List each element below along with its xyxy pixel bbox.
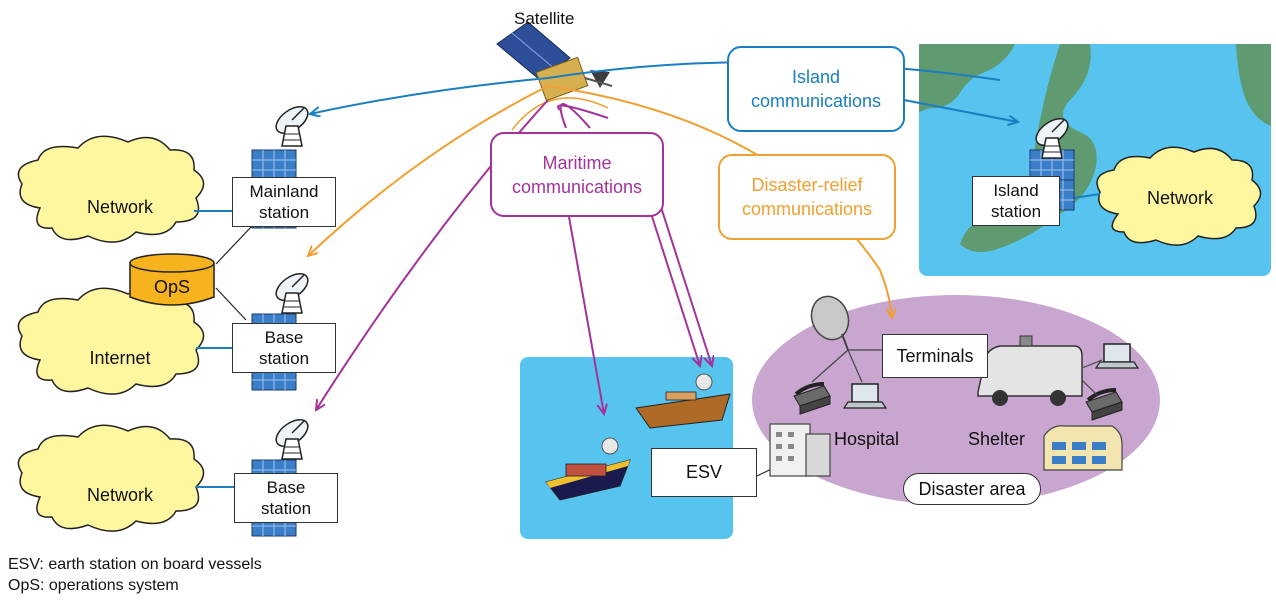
maritime-callout-line2: communications <box>511 176 643 197</box>
van-icon <box>977 335 1083 406</box>
island-callout-line2: communications <box>750 91 882 111</box>
disaster-relief-callout: Disaster-relief communications <box>718 154 896 240</box>
terminals-label: Terminals <box>896 345 974 366</box>
cloud-label-network-1: Network <box>86 197 153 217</box>
island-land-3 <box>1236 44 1271 126</box>
link-ops-mainland <box>215 225 253 265</box>
terminals-box: Terminals <box>882 334 988 378</box>
disaster-area-label: Disaster area <box>918 478 1026 499</box>
base-station-box-1: Base station <box>232 323 336 373</box>
mainland-dish-icon <box>270 100 314 147</box>
ops-database-icon <box>129 253 215 306</box>
mainland-station-line1: Mainland <box>249 182 319 201</box>
mainland-station-line2: station <box>258 203 310 222</box>
legend: ESV: earth station on board vessels OpS:… <box>8 554 262 596</box>
cloud-label-island-network: Network <box>1146 188 1213 208</box>
legend-esv: ESV: earth station on board vessels <box>8 556 262 573</box>
maritime-arc-loop <box>559 103 591 129</box>
cloud-label-network-2: Network <box>86 485 153 505</box>
satellite-label: Satellite <box>514 9 575 28</box>
legend-ops: OpS: operations system <box>8 577 179 594</box>
disaster-callout-line2: communications <box>741 199 873 219</box>
ops-label: OpS <box>153 277 191 297</box>
ship-icon-1 <box>635 373 731 429</box>
maritime-arrow-ship-3 <box>659 203 712 366</box>
base-dish-icon-2 <box>270 413 314 460</box>
esv-box: ESV <box>651 448 757 497</box>
mainland-station-box: Mainland station <box>232 177 336 227</box>
maritime-arrow-ship-1 <box>565 199 604 414</box>
shelter-label: Shelter <box>968 429 1026 449</box>
cloud-internet <box>17 287 205 395</box>
terminal-dish-icon <box>810 295 850 351</box>
ship-icon-2 <box>545 437 631 501</box>
disaster-arc-mainland <box>308 85 549 256</box>
building-shelter-icon <box>1043 425 1123 471</box>
cloud-label-internet: Internet <box>89 348 151 368</box>
base-dish-icon-1 <box>270 267 314 314</box>
island-callout-line1: Island <box>791 67 841 87</box>
disaster-glow <box>511 97 609 131</box>
island-communications-callout: Island communications <box>727 46 905 132</box>
base-station-1-line1: Base <box>264 328 304 347</box>
cloud-network-2 <box>17 424 205 532</box>
maritime-arc-loop2 <box>557 104 609 119</box>
esv-label: ESV <box>685 462 723 482</box>
link-ops-base <box>215 287 247 321</box>
disaster-callout-line1: Disaster-relief <box>751 175 863 195</box>
base-station-2-line1: Base <box>266 478 306 497</box>
island-station-line1: Island <box>993 181 1039 200</box>
island-station-box: Island station <box>972 176 1060 226</box>
island-land <box>919 44 1015 112</box>
island-callout-arrow <box>903 99 1018 122</box>
cloud-network-1 <box>17 135 205 243</box>
satellite-icon <box>496 21 613 102</box>
maritime-callout-line1: Maritime <box>542 152 612 173</box>
disaster-area-label-box: Disaster area <box>903 473 1041 505</box>
base-station-1-line2: station <box>258 349 310 368</box>
building-hospital-icon <box>769 423 831 477</box>
cloud-island-network <box>1096 146 1262 246</box>
island-station-line2: station <box>990 202 1042 221</box>
base-station-2-line2: station <box>260 499 312 518</box>
maritime-arrow-ship-2 <box>647 203 700 366</box>
hospital-label: Hospital <box>834 429 900 449</box>
base-station-box-2: Base station <box>234 473 338 523</box>
maritime-communications-callout: Maritime communications <box>490 132 664 217</box>
